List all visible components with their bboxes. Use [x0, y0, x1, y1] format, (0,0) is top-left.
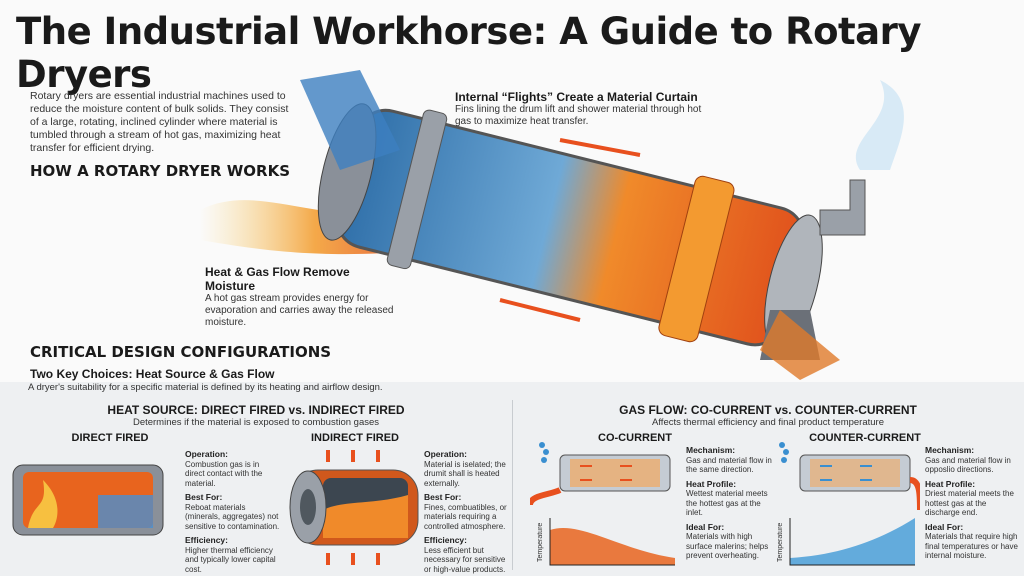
text: Combustion gas is in direct contact with…: [185, 459, 263, 488]
label: Mechanism:: [686, 445, 736, 455]
text: Materials with high surface malerins; he…: [686, 532, 769, 560]
text: Wettest material meets the hottest gas a…: [686, 489, 768, 517]
direct-fired-label: DIRECT FIRED: [71, 432, 149, 444]
label: Operation:: [424, 449, 467, 459]
heat-source-header: HEAT SOURCE: DIRECT FIRED vs. INDIRECT F…: [0, 403, 512, 428]
config-subheading: Two Key Choices: Heat Source & Gas Flow: [30, 367, 275, 381]
config-heading: CRITICAL DESIGN CONFIGURATIONS: [30, 343, 332, 361]
label: Heat Profile:: [686, 478, 737, 489]
label: Efficiency:: [424, 535, 467, 545]
text: Gas and material flow in opposlio direct…: [925, 455, 1011, 475]
section-title: HEAT SOURCE: DIRECT FIRED vs. INDIRECT F…: [107, 403, 405, 417]
label: Mechanism:: [925, 445, 975, 455]
label: Operation:: [185, 449, 228, 459]
label: Best For:: [185, 492, 223, 502]
temperature-axis-label: Temperature: [537, 523, 544, 562]
config-description: A dryer's suitability for a specific mat…: [28, 382, 383, 393]
callout-flights: Internal “Flights” Create a Material Cur…: [455, 90, 715, 128]
co-current-info: Mechanism:Gas and material flow in the s…: [686, 445, 776, 561]
gas-flow-header: GAS FLOW: CO-CURRENT vs. COUNTER-CURRENT…: [512, 403, 1024, 428]
indirect-fired-drum-icon: [289, 450, 419, 565]
text: Material is iselated; the drumit shall i…: [424, 459, 506, 488]
text: Fines, combuatibles, or materials requir…: [424, 502, 507, 531]
section-subtitle: Determines if the material is exposed to…: [132, 417, 380, 428]
callout-body: Fins lining the drum lift and shower mat…: [455, 104, 702, 127]
co-current-diagram: Temperature: [530, 442, 675, 566]
direct-fired-drum-icon: [12, 464, 164, 536]
section-subtitle: Affects thermal efficiency and final pro…: [652, 417, 884, 428]
direct-fired-info: Operation:Combustion gas is in direct co…: [185, 449, 280, 574]
text: Materials that require high final temper…: [925, 532, 1018, 560]
text: Gas and material flow in the same direct…: [686, 455, 772, 475]
section-title: GAS FLOW: CO-CURRENT vs. COUNTER-CURRENT: [619, 403, 917, 417]
label: Ideal For:: [686, 521, 725, 532]
counter-current-info: Mechanism:Gas and material flow in oppos…: [925, 445, 1020, 561]
text: Reboat materials (minerals, aggregates) …: [185, 502, 280, 531]
co-current-label: CO-CURRENT: [598, 432, 672, 444]
rotary-dryer-illustration: [200, 70, 904, 380]
counter-current-diagram: Temperature: [777, 442, 920, 566]
label: Heat Profile:: [925, 478, 976, 489]
how-heading: HOW A ROTARY DRYER WORKS: [30, 162, 291, 180]
text: Driest material meets the hottest gas at…: [925, 489, 1014, 517]
callout-title: Heat & Gas Flow Remove Moisture: [205, 265, 350, 293]
callout-title: Internal “Flights” Create a Material Cur…: [455, 90, 698, 104]
text: Less efficient but necessary for sensiti…: [424, 545, 506, 574]
label: Ideal For:: [925, 521, 964, 532]
divider: [512, 400, 513, 570]
text: Higher thermal efficiency and typically …: [185, 545, 276, 574]
label: Efficiency:: [185, 535, 228, 545]
indirect-fired-label: INDIRECT FIRED: [311, 432, 399, 444]
intro-text: Rotary dryers are essential industrial m…: [30, 90, 289, 154]
callout-heat: Heat & Gas Flow Remove Moisture A hot ga…: [205, 265, 395, 329]
temperature-axis-label: Temperature: [777, 523, 784, 562]
label: Best For:: [424, 492, 462, 502]
indirect-fired-info: Operation:Material is iselated; the drum…: [424, 449, 509, 574]
callout-body: A hot gas stream provides energy for eva…: [205, 293, 394, 328]
counter-current-label: COUNTER-CURRENT: [809, 432, 921, 444]
page-title: The Industrial Workhorse: A Guide to Rot…: [16, 10, 922, 96]
